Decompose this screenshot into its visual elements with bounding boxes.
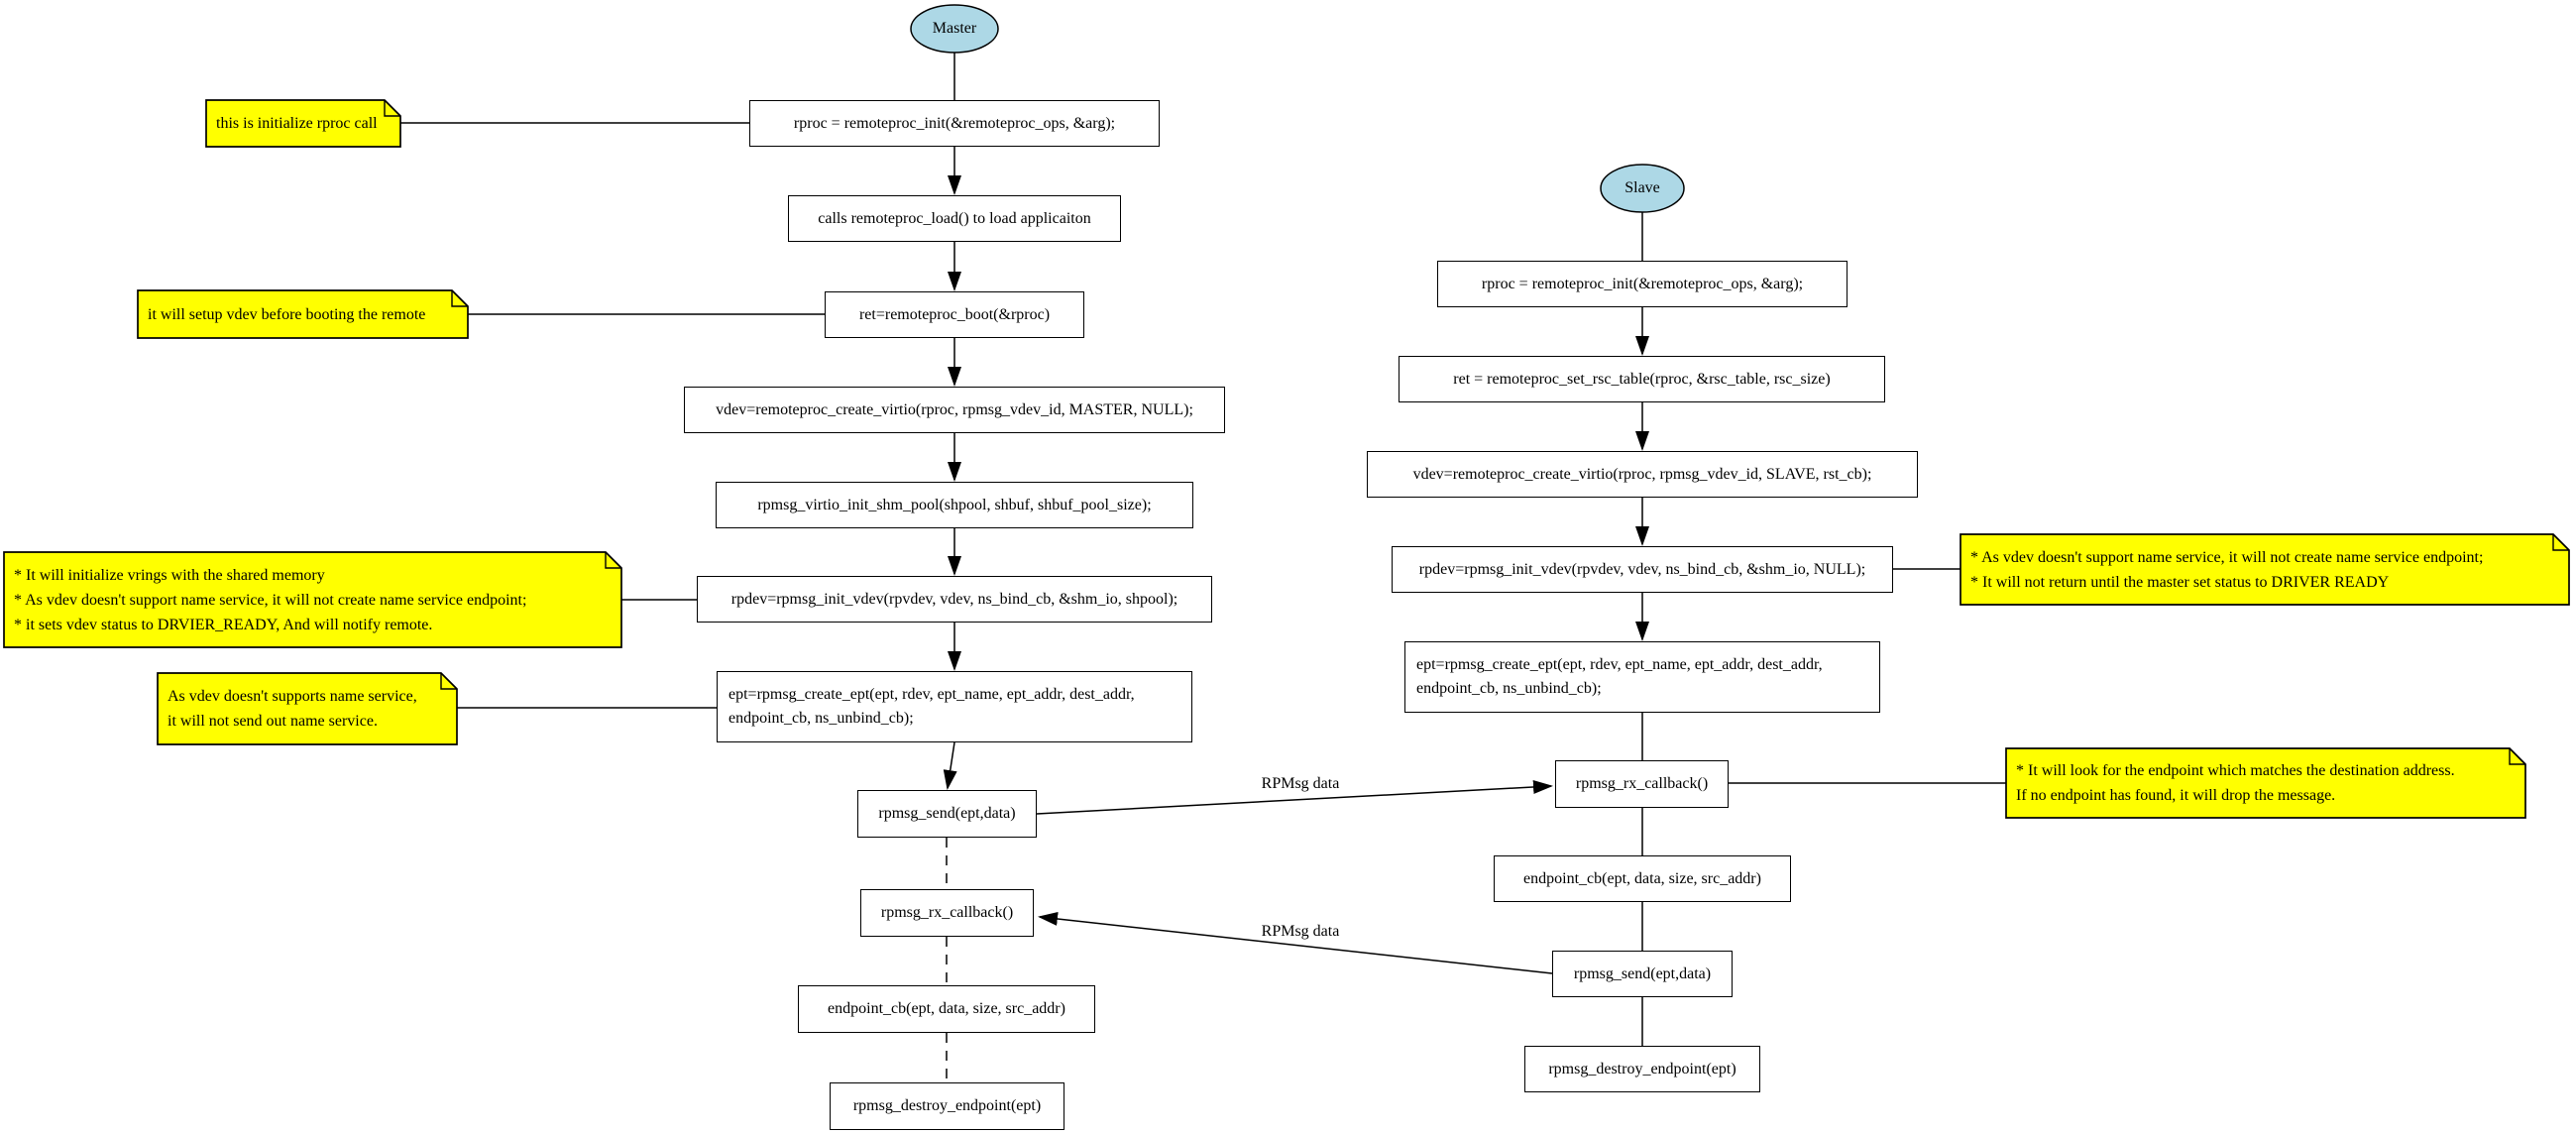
node-master-endpoint-cb: endpoint_cb(ept, data, size, src_addr) bbox=[798, 985, 1095, 1033]
node-master-init-shm-pool: rpmsg_virtio_init_shm_pool(shpool, shbuf… bbox=[716, 482, 1193, 528]
note-setup-vdev: it will setup vdev before booting the re… bbox=[148, 305, 426, 323]
node-slave-init-vdev: rpdev=rpmsg_init_vdev(rpvdev, vdev, ns_b… bbox=[1392, 546, 1893, 593]
node-master-remoteproc-load: calls remoteproc_load() to load applicai… bbox=[788, 195, 1121, 242]
rpmsg-data-edges bbox=[1036, 779, 1553, 974]
node-slave-create-ept: ept=rpmsg_create_ept(ept, rdev, ept_name… bbox=[1404, 641, 1880, 713]
node-master-destroy-endpoint: rpmsg_destroy_endpoint(ept) bbox=[830, 1082, 1064, 1130]
node-slave-start-label: Slave bbox=[1624, 179, 1660, 196]
edge-slave-send-to-master-rx bbox=[1038, 912, 1553, 974]
node-master-init-vdev: rpdev=rpmsg_init_vdev(rpvdev, vdev, ns_b… bbox=[697, 576, 1212, 623]
node-slave-set-rsc-table: ret = remoteproc_set_rsc_table(rproc, &r… bbox=[1399, 356, 1885, 402]
node-master-start-label: Master bbox=[932, 20, 977, 37]
edge-master-send-to-slave-rx bbox=[1036, 779, 1553, 815]
edge-label-rpmsg-data-to-slave: RPMsg data bbox=[1261, 775, 1340, 792]
note-init-rproc: this is initialize rproc call bbox=[216, 115, 378, 132]
node-master-remoteproc-boot: ret=remoteproc_boot(&rproc) bbox=[825, 291, 1084, 338]
node-slave-endpoint-cb: endpoint_cb(ept, data, size, src_addr) bbox=[1494, 855, 1791, 902]
note-init-vrings: * It will initialize vrings with the sha… bbox=[14, 566, 527, 633]
node-slave-remoteproc-init: rproc = remoteproc_init(&remoteproc_ops,… bbox=[1437, 261, 1848, 307]
node-slave-destroy-endpoint: rpmsg_destroy_endpoint(ept) bbox=[1524, 1046, 1760, 1092]
edge-label-rpmsg-data-to-master: RPMsg data bbox=[1261, 923, 1340, 940]
node-slave-rx-callback: rpmsg_rx_callback() bbox=[1555, 760, 1729, 808]
note-shapes bbox=[3, 99, 2570, 819]
node-master-create-ept: ept=rpmsg_create_ept(ept, rdev, ept_name… bbox=[717, 671, 1192, 742]
node-slave-rpmsg-send: rpmsg_send(ept,data) bbox=[1552, 951, 1733, 997]
note-rx-endpoint-match: * It will look for the endpoint which ma… bbox=[2016, 762, 2455, 804]
node-master-create-virtio: vdev=remoteproc_create_virtio(rproc, rpm… bbox=[684, 387, 1225, 433]
node-master-rx-callback: rpmsg_rx_callback() bbox=[860, 889, 1034, 937]
node-master-rpmsg-send: rpmsg_send(ept,data) bbox=[857, 790, 1037, 838]
note-no-name-service: As vdev doesn't supports name service, i… bbox=[168, 688, 417, 730]
node-slave-create-virtio: vdev=remoteproc_create_virtio(rproc, rpm… bbox=[1367, 451, 1918, 498]
note-connector-edges bbox=[400, 122, 2006, 784]
note-slave-init-vdev: * As vdev doesn't support name service, … bbox=[1970, 548, 2484, 591]
node-master-remoteproc-init: rproc = remoteproc_init(&remoteproc_ops,… bbox=[749, 100, 1160, 147]
master-chain-edges bbox=[943, 53, 961, 1082]
